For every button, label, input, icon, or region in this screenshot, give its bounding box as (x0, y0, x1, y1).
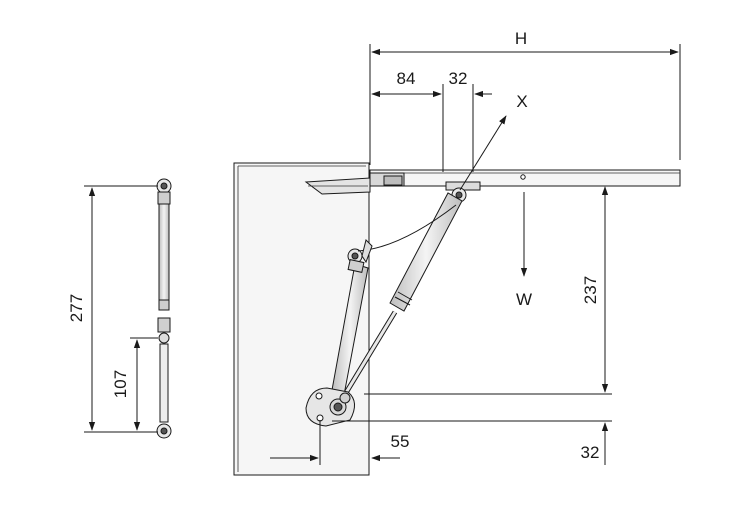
dimension-32-top: 32 (449, 69, 492, 172)
dimension-107: 107 (111, 337, 158, 431)
dimension-277: 277 (67, 185, 158, 433)
dimension-32-bottom-label: 32 (581, 443, 600, 462)
dimension-32-bottom: 32 (332, 420, 612, 465)
dimension-55: 55 (270, 420, 409, 465)
dimension-277-label: 277 (67, 294, 86, 322)
dimension-237-label: 237 (581, 276, 600, 304)
dimension-55-label: 55 (391, 432, 410, 451)
hinge (304, 172, 405, 195)
dimension-237: 237 (364, 186, 612, 395)
mounting-bracket (305, 387, 355, 427)
force-x-arrow: X (459, 92, 528, 191)
dimension-h-label: H (515, 29, 527, 48)
dimension-84: 84 (371, 69, 444, 172)
flap-lid (369, 169, 681, 187)
dimension-h: H (369, 29, 681, 165)
dimension-84-label: 84 (397, 69, 416, 88)
force-x-label: X (516, 92, 527, 111)
gas-spring-standalone (156, 178, 172, 439)
gas-spring-rod (338, 310, 398, 403)
gas-spring-cylinder (389, 192, 463, 312)
force-w-label: W (516, 290, 532, 309)
dimension-32-top-label: 32 (449, 69, 468, 88)
force-w-arrow: W (516, 192, 532, 309)
dimension-107-label: 107 (111, 370, 130, 398)
